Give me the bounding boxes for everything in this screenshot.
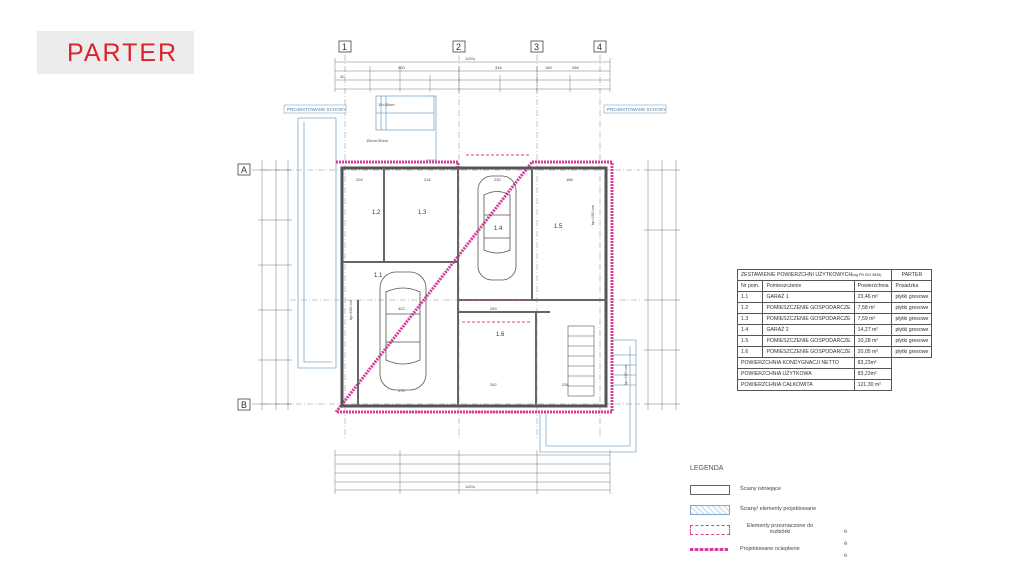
dimension-lines-left	[258, 160, 292, 410]
svg-text:hp=100 cm: hp=100 cm	[623, 364, 628, 385]
dimension-lines-right	[644, 160, 680, 410]
room-label-1-4: 1.4	[494, 226, 503, 232]
walls	[340, 166, 608, 408]
svg-text:160: 160	[545, 65, 552, 70]
stairs-right-label: PROJEKTOWANE SCHODY	[607, 107, 666, 112]
svg-text:236: 236	[562, 382, 569, 387]
table-header-right: PARTER	[891, 269, 933, 281]
svg-text:422: 422	[398, 306, 405, 311]
table-total-row: POWIERZCHNIA CAŁKOWITA 121,30 m²	[737, 379, 932, 391]
svg-text:15×30cm: 15×30cm	[378, 102, 395, 107]
room-label-1-3: 1.3	[418, 210, 427, 216]
dimension-lines-bottom	[334, 450, 611, 494]
svg-text:186: 186	[566, 177, 573, 182]
demolition-elements	[400, 154, 530, 413]
legend-item-existing-walls: Ściany istniejące	[690, 485, 890, 495]
page-title-box: PARTER	[37, 31, 194, 74]
svg-text:hp=100 cm: hp=100 cm	[348, 299, 353, 320]
stairs-left-label: PROJEKTOWANE SCHODY	[287, 107, 346, 112]
svg-text:216: 216	[424, 177, 431, 182]
table-title: ZESTAWIENIE POWIERZCHNI UŻYTKOWYCH(wg PN…	[736, 269, 893, 281]
inner-dimensions: 204 216 230 186 422 283 262 236 270 hp=1…	[348, 177, 628, 393]
room-label-1-2: 1.2	[372, 210, 381, 216]
car-garage-2	[477, 175, 517, 281]
svg-text:230: 230	[494, 177, 501, 182]
legend-swatch-insulation	[690, 548, 728, 551]
car-garage-1	[379, 271, 427, 391]
table-total-row: POWIERZCHNIA KONDYGNACJI NETTO 83,23m²	[737, 357, 932, 369]
col-header-nr: Nr pom.	[736, 280, 764, 292]
col-header-area: Powierzchnia	[853, 280, 893, 292]
dimension-text-bottom: 1129₄	[465, 484, 476, 489]
projected-stairs-top	[375, 95, 437, 161]
axis-col-4: 4	[597, 42, 602, 52]
svg-text:204: 204	[356, 177, 363, 182]
axis-col-3: 3	[534, 42, 539, 52]
col-header-floor: Posadzka	[891, 280, 933, 292]
svg-text:15cm×30cm: 15cm×30cm	[366, 138, 389, 143]
axis-col-1: 1	[342, 42, 347, 52]
svg-text:30: 30	[340, 74, 345, 79]
room-label-1-6: 1.6	[496, 332, 505, 338]
legend-title: LEGENDA	[690, 465, 724, 472]
table-total-row: POWIERZCHNIA UŻYTKOWA 83,23m²	[737, 368, 932, 380]
axis-markers: 1 2 3 4 A B	[237, 40, 607, 411]
svg-text:266: 266	[572, 65, 579, 70]
svg-text:1129₄: 1129₄	[465, 484, 476, 489]
legend-item-insulation: Projektowane ocieplenie	[690, 545, 890, 555]
col-header-room: Pomieszczenie	[762, 280, 855, 292]
svg-text:hp=100 cm: hp=100 cm	[590, 204, 595, 225]
projected-stairs-bottom-right	[539, 339, 637, 453]
legend-swatch-projected	[690, 505, 730, 515]
legend-item-demolition: Elementy przeznaczone do rozbiórki	[690, 523, 890, 535]
legend-item-projected-walls: Ściany/ elementy projektowane	[690, 505, 890, 515]
dimension-text-top: 1129₄ 400 316 160 266 30	[340, 56, 579, 79]
svg-text:283: 283	[490, 306, 497, 311]
svg-text:270: 270	[398, 388, 405, 393]
svg-text:316: 316	[495, 65, 502, 70]
svg-text:400: 400	[398, 65, 405, 70]
interior-walls	[342, 168, 606, 406]
legend-swatch-demolition	[690, 525, 730, 535]
insulation-outline	[332, 160, 614, 414]
projected-stairs-left	[297, 117, 337, 369]
area-summary-table: ZESTAWIENIE POWIERZCHNI UŻYTKOWYCH(wg PN…	[736, 269, 933, 391]
interior-stairs	[567, 325, 595, 397]
axis-row-b: B	[241, 400, 247, 410]
room-label-1-5: 1.5	[554, 224, 563, 230]
axis-col-2: 2	[456, 42, 461, 52]
room-labels: 1.1 1.2 1.3 1.4 1.5 1.6	[372, 210, 563, 338]
svg-text:262: 262	[490, 382, 497, 387]
page-title: PARTER	[67, 39, 179, 67]
legend-swatch-existing	[690, 485, 730, 495]
room-label-1-1: 1.1	[374, 273, 383, 279]
axis-row-a: A	[241, 165, 247, 175]
dimension-lines-top	[334, 58, 611, 92]
svg-text:1129₄: 1129₄	[465, 56, 476, 61]
